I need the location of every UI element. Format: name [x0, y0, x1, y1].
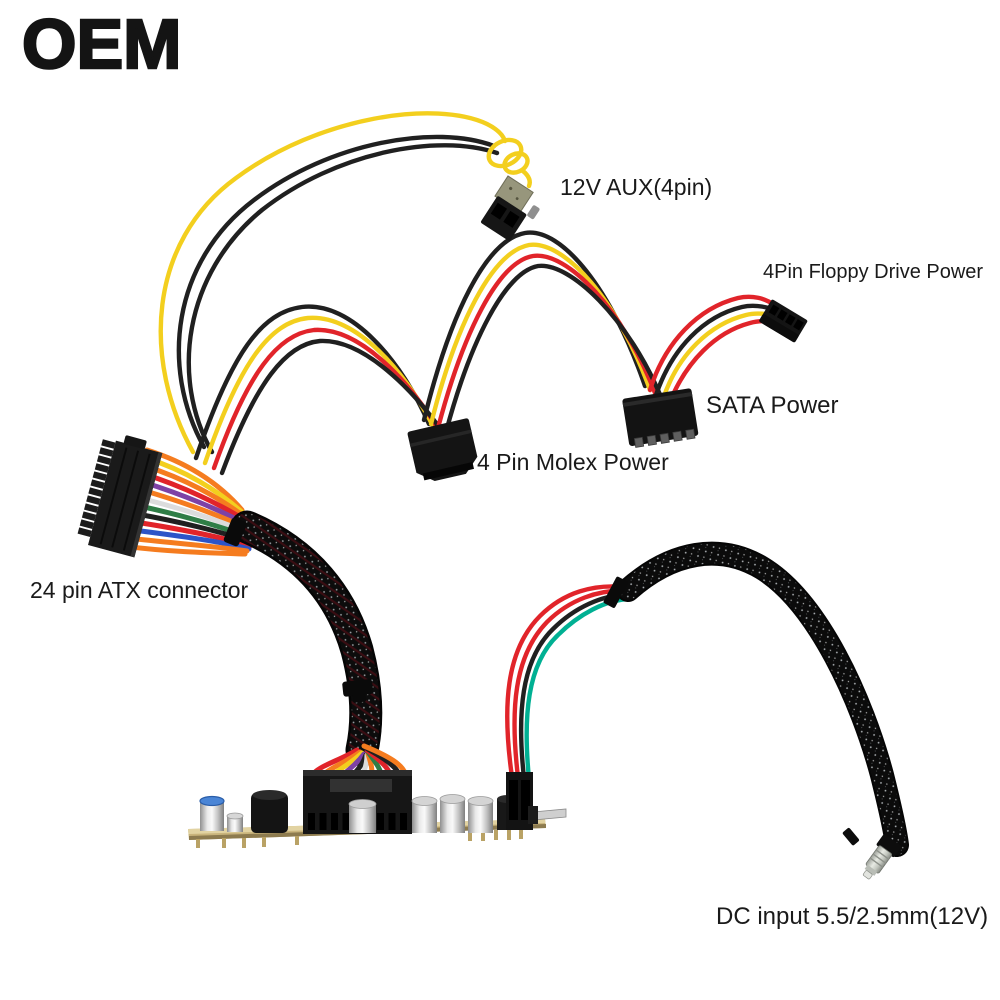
- cable-tie: [603, 576, 628, 608]
- capacitor: [467, 796, 494, 833]
- floppy-chain-wires: [647, 294, 783, 407]
- molex-chain-wires: [193, 304, 449, 476]
- board-header-fanout-wires: [311, 743, 408, 777]
- dc-barrel-plug: [862, 834, 902, 880]
- capacitor-small: [226, 812, 244, 832]
- label-atx-connector: 24 pin ATX connector: [30, 577, 249, 603]
- solder-pins: [196, 829, 523, 848]
- sata-chain-wires: [421, 230, 664, 435]
- cable-clip: [842, 828, 860, 846]
- dc-input-wires: [505, 584, 634, 782]
- capacitor: [439, 794, 466, 833]
- label-floppy-power: 4Pin Floppy Drive Power: [763, 261, 984, 283]
- label-sata-power: SATA Power: [706, 392, 839, 419]
- capacitor-blue-top: [199, 795, 225, 831]
- dc-cable-sleeve: [603, 541, 909, 857]
- label-molex-power: 4 Pin Molex Power: [477, 449, 669, 475]
- sata-connector: [622, 388, 699, 448]
- aux-cable-wires: [158, 111, 532, 455]
- label-12v-aux: 12V AUX(4pin): [560, 174, 713, 200]
- label-dc-input: DC input 5.5/2.5mm(12V): [716, 903, 989, 930]
- mounting-tab: [528, 806, 567, 824]
- inductor: [251, 790, 288, 833]
- aux-4pin-connector: [481, 175, 540, 241]
- capacitor: [348, 799, 377, 833]
- molex-connector: [407, 418, 478, 482]
- floppy-connector: [759, 299, 808, 343]
- cable-tie: [342, 679, 374, 703]
- atx-24pin-connector: [77, 435, 163, 558]
- atx-cable-sleeve: [223, 510, 383, 767]
- brand-logo: OEM: [21, 4, 183, 85]
- atx-pin-teeth: [77, 439, 116, 537]
- sata-contacts: [633, 428, 696, 448]
- cable-tie: [223, 517, 247, 547]
- pcb-components: [199, 770, 567, 834]
- capacitor: [411, 796, 438, 833]
